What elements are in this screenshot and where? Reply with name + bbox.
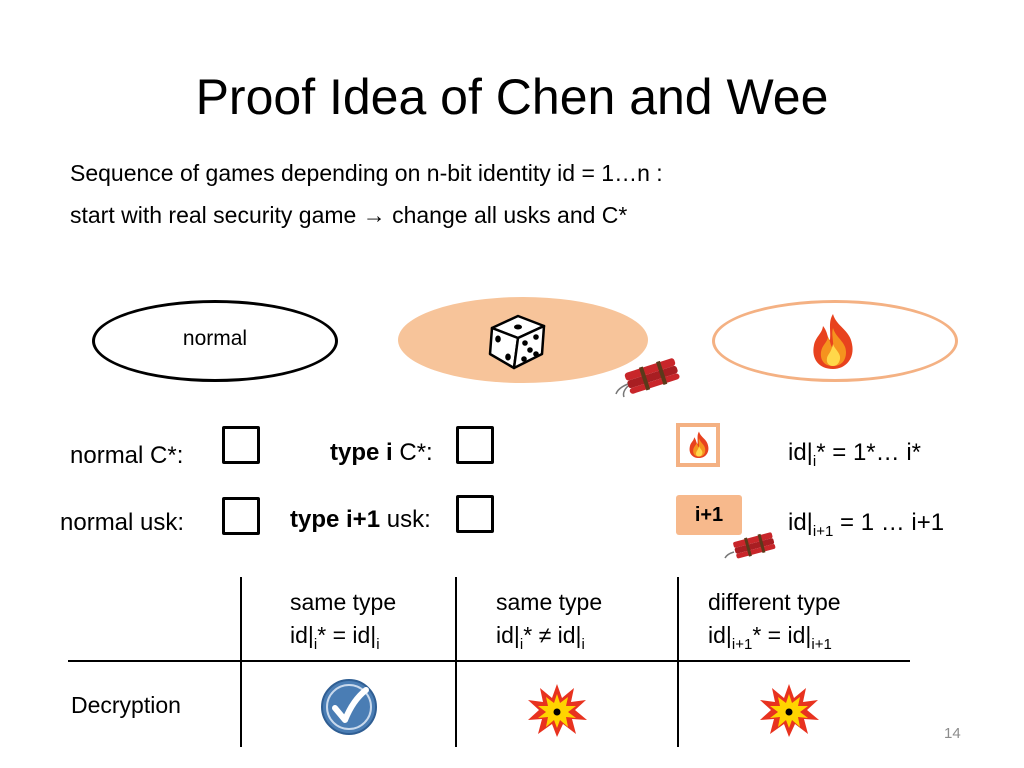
formula-id-i: id|i* = 1*… i*: [788, 439, 921, 470]
page-number: 14: [944, 725, 961, 742]
explosion-icon: [760, 684, 819, 737]
dynamite-icon: [615, 358, 680, 398]
table-hline: [68, 660, 910, 662]
fire-box: [676, 423, 720, 467]
dice-icon: [488, 314, 546, 370]
normal-ellipse: normal: [92, 300, 338, 382]
normal-c-box: [222, 426, 260, 464]
col3-formula: id|i+1* = id|i+1: [708, 622, 832, 653]
fire-icon: [813, 314, 853, 369]
normal-c-label: normal C*:: [70, 442, 184, 469]
col1-head: same type: [290, 589, 397, 615]
type-i1-bold: type i+1: [290, 506, 381, 533]
explosion-icon: [528, 684, 587, 737]
table-vline-2: [455, 577, 457, 747]
type-i-c-label: type i C*:: [330, 438, 433, 468]
type-i-c-box: [456, 426, 494, 464]
formula-id-i1: id|i+1 = 1 … i+1: [788, 509, 945, 540]
fire-ellipse: [712, 300, 958, 382]
type-i1-rest: usk:: [380, 506, 431, 533]
col1-formula: id|i* = id|i: [290, 622, 380, 653]
decryption-label: Decryption: [71, 692, 181, 718]
type-i1-usk-label: type i+1 usk:: [290, 505, 431, 535]
col2-head: same type: [496, 589, 603, 615]
intro-line-1: Sequence of games depending on n-bit ide…: [70, 160, 663, 186]
fire-icon: [689, 431, 709, 458]
checkmark-icon: [321, 679, 377, 735]
table-vline-3: [677, 577, 679, 747]
type-i-rest: C*:: [392, 439, 433, 466]
slide-title: Proof Idea of Chen and Wee: [195, 69, 829, 125]
dynamite-icon: [724, 532, 776, 559]
table-vline-1: [240, 577, 242, 747]
type-i1-usk-box: [456, 495, 494, 533]
type-i-bold: type i: [330, 439, 393, 466]
normal-usk-box: [222, 497, 260, 535]
normal-usk-label: normal usk:: [60, 509, 185, 536]
col3-head: different type: [708, 589, 841, 615]
intro-line-2: start with real security game → change a…: [70, 202, 628, 228]
i1-badge: i+1: [676, 495, 742, 535]
normal-ellipse-label: normal: [182, 327, 248, 350]
col2-formula: id|i* ≠ id|i: [496, 622, 585, 653]
